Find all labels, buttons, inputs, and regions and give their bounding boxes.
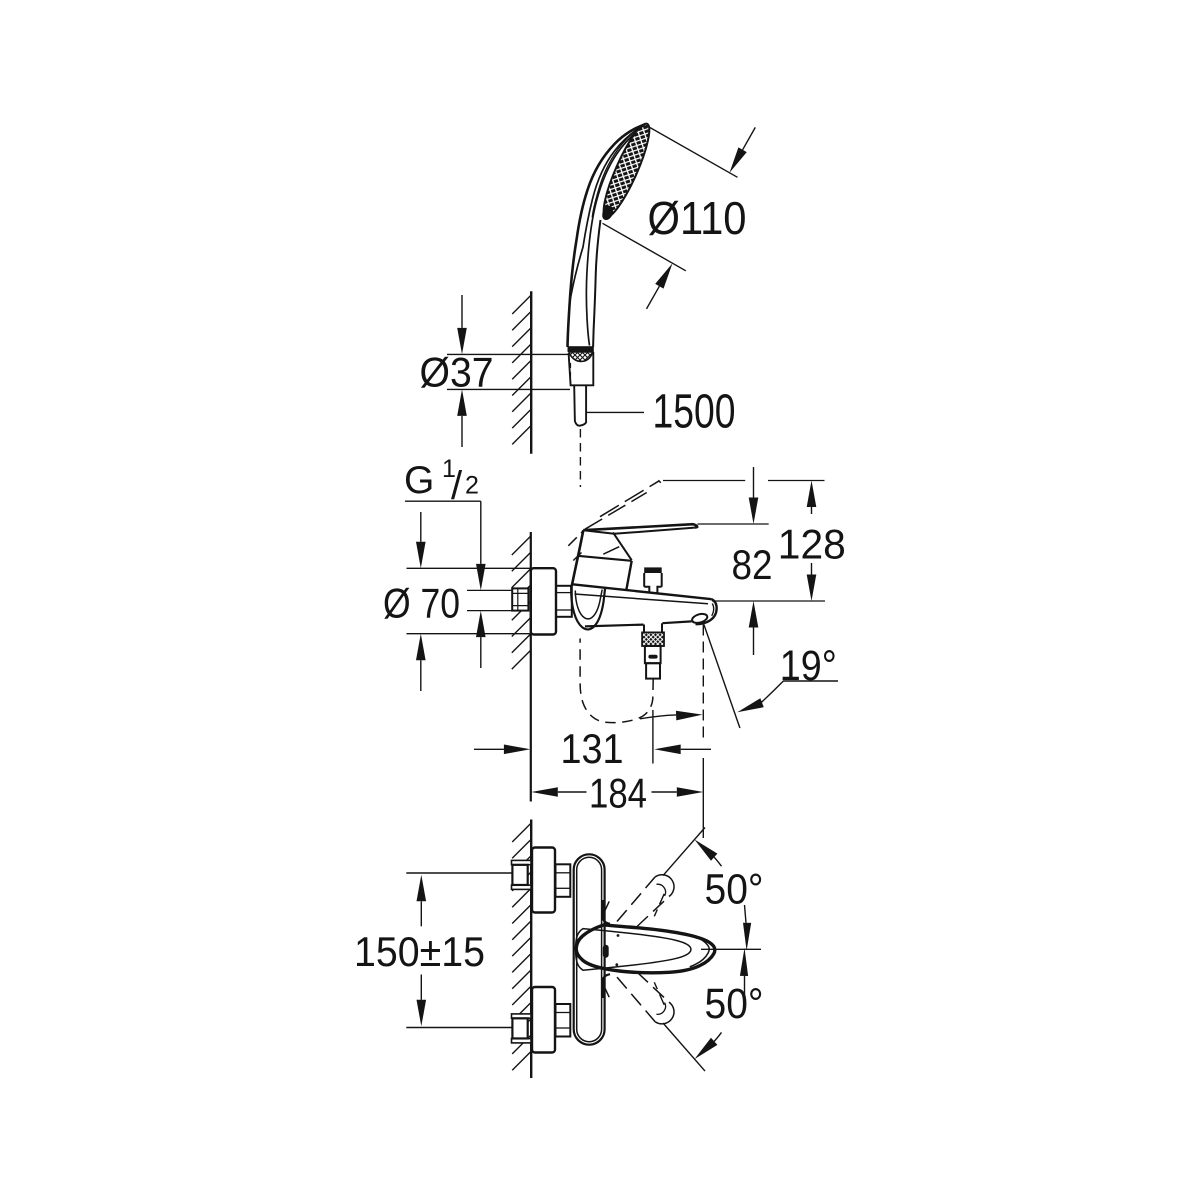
svg-text:184: 184	[589, 770, 647, 817]
svg-text:150±15: 150±15	[354, 928, 485, 975]
svg-text:G: G	[404, 459, 434, 502]
svg-text:128: 128	[778, 521, 846, 568]
svg-text:Ø 70: Ø 70	[383, 579, 460, 626]
svg-text:1500: 1500	[653, 386, 736, 439]
svg-text:1: 1	[442, 455, 456, 483]
svg-text:82: 82	[732, 541, 773, 588]
svg-text:Ø37: Ø37	[420, 349, 494, 396]
svg-text:Ø110: Ø110	[648, 192, 747, 244]
svg-text:/: /	[451, 464, 463, 508]
svg-text:50°: 50°	[705, 866, 764, 914]
svg-text:2: 2	[465, 472, 479, 500]
svg-text:19°: 19°	[780, 642, 837, 690]
svg-text:50°: 50°	[705, 980, 764, 1028]
svg-text:131: 131	[561, 725, 624, 772]
